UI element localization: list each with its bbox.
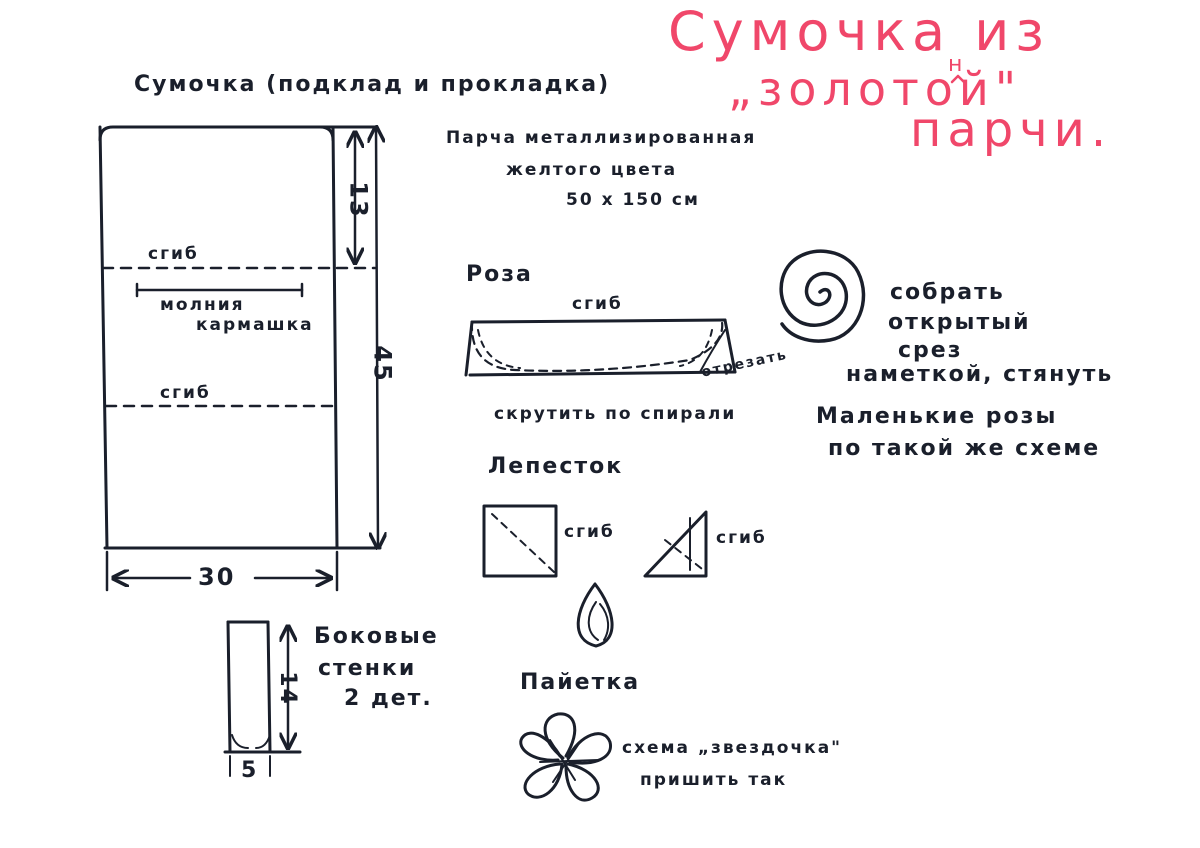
bag-heading: Сумочка (подклад и прокладка) bbox=[134, 72, 611, 97]
side-walls-label-1: Боковые bbox=[314, 624, 439, 649]
rose-fold-label: сгиб bbox=[572, 294, 623, 314]
side-wall-width-label: 5 bbox=[241, 758, 259, 783]
title-line-2: „золотой" bbox=[728, 62, 1022, 116]
zipper-label: молния bbox=[160, 295, 245, 315]
rose-strip-diagram bbox=[464, 318, 737, 377]
dimension-45-label: 45 bbox=[368, 345, 397, 383]
sequin-icon bbox=[576, 582, 614, 648]
fold-lines bbox=[101, 266, 377, 408]
title-insert-letter: н bbox=[948, 52, 969, 77]
petal-triangle-diagram bbox=[643, 510, 708, 578]
side-wall-pattern bbox=[223, 620, 302, 777]
dimension-30-label: 30 bbox=[198, 563, 236, 591]
star-stitch-icon bbox=[519, 712, 612, 802]
side-walls-label-3: 2 дет. bbox=[344, 686, 433, 711]
rose-heading: Роза bbox=[466, 262, 533, 287]
sequin-heading: Пайетка bbox=[520, 670, 641, 695]
sew-like-this-label: пришить так bbox=[640, 770, 788, 790]
gather-line-5: Маленькие розы bbox=[816, 404, 1058, 429]
petal-square-diagram bbox=[482, 504, 558, 578]
petal-fold-label-2: сгиб bbox=[716, 528, 767, 548]
rose-spiral-icon bbox=[779, 249, 866, 343]
gather-line-1: собрать bbox=[890, 280, 1005, 305]
fold-label-top: сгиб bbox=[148, 244, 199, 264]
bag-pattern-outline bbox=[98, 125, 382, 550]
star-scheme-label: схема „звездочка" bbox=[622, 738, 843, 758]
fabric-line-3: 50 х 150 см bbox=[566, 190, 700, 210]
fold-label-bottom: сгиб bbox=[160, 383, 211, 403]
dimension-30-arrow bbox=[105, 550, 339, 592]
rose-twist-label: скрутить по спирали bbox=[494, 404, 737, 424]
dimension-45-arrow bbox=[376, 127, 378, 548]
title-line-1: Сумочка из bbox=[668, 0, 1051, 63]
fabric-line-1: Парча металлизированная bbox=[446, 128, 757, 148]
petal-heading: Лепесток bbox=[488, 454, 624, 479]
dimension-13-label: 13 bbox=[344, 181, 373, 219]
gather-line-2: открытый bbox=[888, 310, 1031, 335]
gather-line-4: наметкой, стянуть bbox=[846, 362, 1114, 387]
gather-line-3: срез bbox=[898, 338, 963, 363]
side-walls-label-2: стенки bbox=[318, 656, 417, 681]
fabric-line-2: желтого цвета bbox=[506, 160, 678, 180]
side-wall-height-label: 14 bbox=[274, 671, 300, 706]
petal-fold-label-1: сгиб bbox=[564, 522, 615, 542]
pocket-label: кармашка bbox=[196, 315, 314, 335]
title-line-3: парчи. bbox=[910, 102, 1113, 158]
gather-line-6: по такой же схеме bbox=[828, 436, 1101, 461]
